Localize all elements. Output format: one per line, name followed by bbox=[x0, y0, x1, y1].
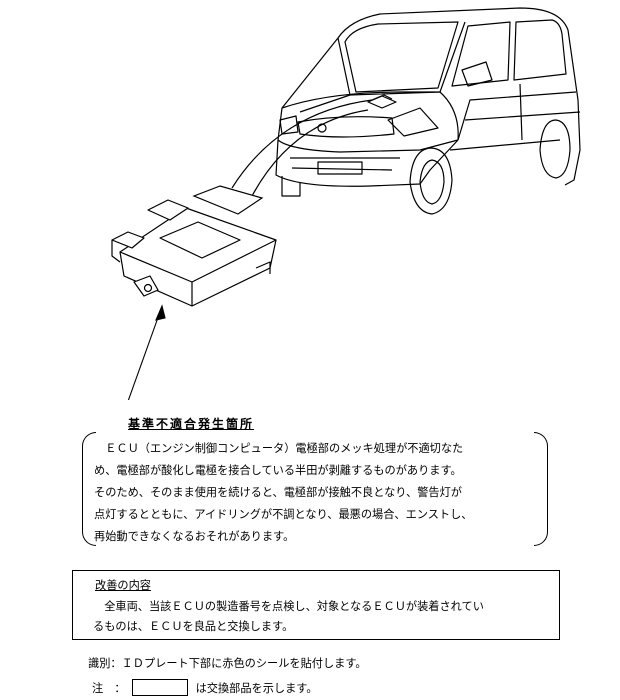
location-arrow bbox=[192, 99, 373, 215]
defect-line: そのため、そのまま使用を続けると、電極部が接触不良となり、警告灯が bbox=[94, 486, 462, 499]
note-label: 注 ： bbox=[92, 681, 126, 695]
defect-line: め、電極部が酸化し電極を接合している半田が剥離するものがあります。 bbox=[94, 464, 462, 477]
car-drawing bbox=[275, 7, 581, 215]
note-text: は交換部品を示します。 bbox=[195, 681, 318, 695]
defect-description: ＥＣＵ（エンジン制御コンピュータ）電極部のメッキ処理が不適切なた め、電極部が酸… bbox=[94, 438, 540, 548]
defect-section-title: 基準不適合発生箇所 bbox=[128, 417, 255, 431]
leader-arrow bbox=[127, 304, 166, 400]
improvement-box: 改善の内容 全車両、当該ＥＣＵの製造番号を点検し、対象となるＥＣＵが装着されてい… bbox=[72, 570, 560, 640]
defect-line: ＥＣＵ（エンジン制御コンピュータ）電極部のメッキ処理が不適切なた bbox=[94, 442, 464, 455]
vehicle-ecu-illustration bbox=[111, 7, 581, 400]
improvement-line: 全車両、当該ＥＣＵの製造番号を点検し、対象となるＥＣＵが装着されてい bbox=[93, 600, 484, 613]
ecu-unit bbox=[111, 199, 277, 307]
identification-text: 識別：ＩＤプレート下部に赤色のシールを貼付します。 bbox=[88, 657, 367, 670]
replacement-part-legend-box bbox=[131, 679, 188, 696]
defect-line: 再始動できなくなるおそれがあります。 bbox=[94, 530, 295, 543]
improvement-title: 改善の内容 bbox=[95, 579, 151, 592]
defect-line: 点灯するとともに、アイドリングが不調となり、最悪の場合、エンストし、 bbox=[94, 508, 473, 521]
improvement-description: 全車両、当該ＥＣＵの製造番号を点検し、対象となるＥＣＵが装着されてい るものは、… bbox=[93, 597, 484, 637]
improvement-line: るものは、ＥＣＵを良品と交換します。 bbox=[93, 620, 294, 633]
note-line: 注 ： は交換部品を示します。 bbox=[92, 679, 318, 696]
